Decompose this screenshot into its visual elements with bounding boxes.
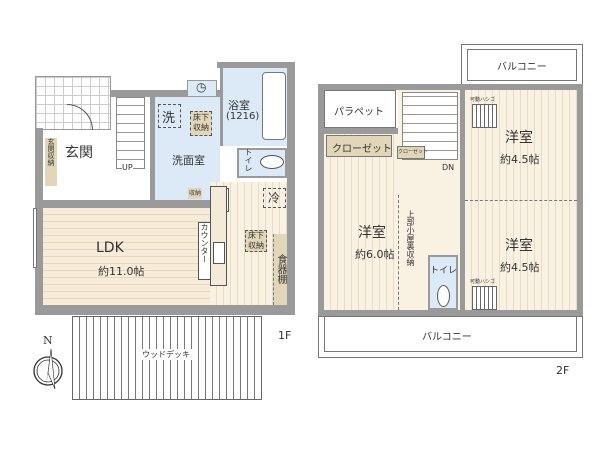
bathroom-label: 浴室 [228,99,250,112]
stairs-up-label: UP [122,163,133,172]
underfloor-storage-1-label: 床下収納 [193,113,209,132]
western-room-c-size: 約4.5帖 [500,261,540,274]
washer-label: 洗 [162,111,176,126]
entrance-storage: 玄関収納 [45,138,57,186]
washer-space [158,104,181,128]
wall [460,84,465,310]
underfloor-storage-2 [245,230,267,252]
porch [35,76,111,130]
toilet-bowl-icon [437,285,450,307]
floor-2-outline [318,84,583,316]
wall [318,84,583,90]
staircase-1f[interactable] [116,97,145,169]
western-room-a-size: 約6.0帖 [355,248,395,261]
toilet-bowl-icon [260,155,284,169]
western-room-c-label: 洋室 [505,238,533,254]
wall [217,62,295,68]
washroom-label: 洗面室 [172,154,205,167]
ladder-1-label: 可動ハシゴ [470,97,496,103]
floor-1-label: 1F [278,329,292,342]
closet [326,135,392,157]
cupboard: 食器棚 [273,234,287,305]
bathtub [262,72,286,140]
balcony-bottom-label: バルコニー [422,332,472,343]
small-closet [397,146,425,159]
closet-label: クローゼット [332,144,392,155]
underfloor-storage-1 [190,111,212,136]
kitchen-sink [213,242,225,264]
wall [110,90,220,97]
wall [324,128,398,134]
window-west [33,208,37,268]
floor-2-label: 2F [556,364,570,377]
attic-storage-label: 上部小屋裏収納 [406,210,415,266]
ladder-2 [472,286,497,310]
counter: カウンター [198,222,211,280]
wall [35,305,295,315]
small-closet-label: クローゼット [398,149,429,155]
ldk-size: 約11.0帖 [98,265,145,278]
floor-2-plan: バルコニー パラペット クローゼット 洋室 約6.0帖 DN クローゼット 上部… [300,0,600,450]
sink [187,80,217,97]
western-room-b-label: 洋室 [505,130,533,146]
parapet [324,90,396,128]
balcony-bottom-inner [324,316,577,352]
wall [35,200,287,208]
balcony-top-label: バルコニー [497,62,547,73]
wood-deck-label: ウッドデッキ [140,349,192,360]
floor-1-plan: 玄関 玄関収納 UP 洗 床下収納 洗面室 ◷ 浴室 (1216) トイレ 収納… [33,62,295,400]
western-room-a-label: 洋室 [358,225,386,241]
balcony-top-inner [467,49,577,81]
underfloor-storage-2-label: 床下収納 [248,231,264,250]
toilet-1f-label: トイレ [244,148,253,172]
ladder-1 [472,104,497,128]
bath-size: (1216) [226,111,260,122]
kitchen-counter [210,186,227,286]
fridge-space [263,188,286,208]
ladder-2-label: 可動ハシゴ [470,279,496,285]
fridge-label: 冷 [268,191,281,205]
compass-icon [33,348,63,393]
balcony-bottom [318,316,583,358]
ldk-label: LDK [96,240,124,256]
sink-icon: ◷ [196,80,207,94]
compass-north-label: N [43,334,53,347]
storage-small: 収納 [188,188,202,199]
wall [287,62,295,314]
attic-storage-line [398,195,399,310]
western-room-a [324,134,398,310]
entrance-label: 玄関 [65,145,93,161]
parapet-label: パラペット [334,107,384,118]
stairs-down-label: DN [442,163,455,172]
western-room-b-size: 約4.5帖 [500,153,540,166]
toilet-2f-label: トイレ [430,266,458,276]
wall [35,128,43,313]
